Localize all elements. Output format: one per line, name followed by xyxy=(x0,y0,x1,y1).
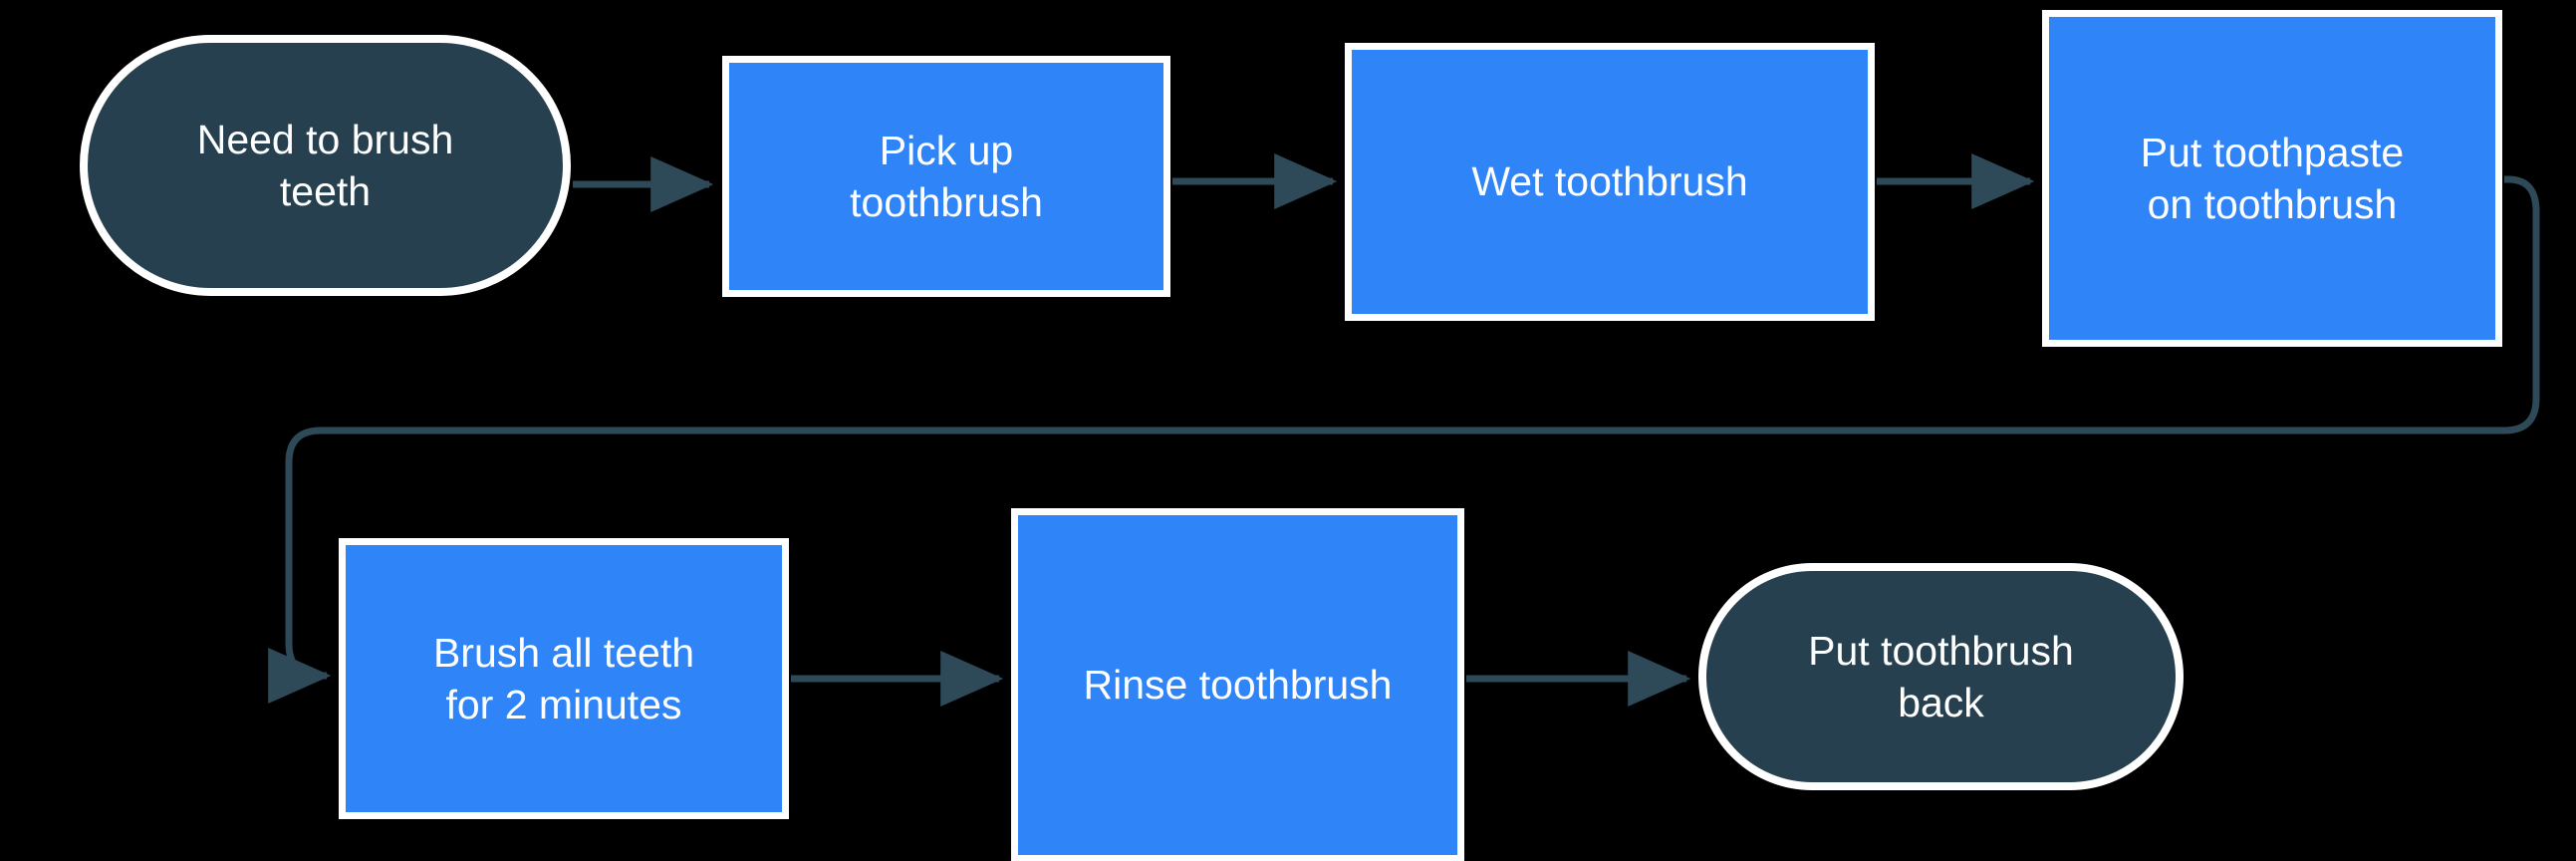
node-pick-up-toothbrush[interactable]: Pick up toothbrush xyxy=(722,56,1170,297)
node-label-need-to-brush-teeth: Need to brush teeth xyxy=(196,116,454,214)
node-put-toothbrush-back[interactable]: Put toothbrush back xyxy=(1698,563,2184,790)
node-put-toothpaste-on-toothbrush[interactable]: Put toothpaste on toothbrush xyxy=(2042,10,2502,347)
node-label-put-toothpaste-on-toothbrush: Put toothpaste on toothbrush xyxy=(2140,129,2405,227)
node-label-put-toothbrush-back: Put toothbrush back xyxy=(1808,627,2074,725)
node-brush-all-teeth[interactable]: Brush all teeth for 2 minutes xyxy=(339,538,789,819)
node-label-rinse-toothbrush: Rinse toothbrush xyxy=(1083,662,1393,709)
node-label-brush-all-teeth: Brush all teeth for 2 minutes xyxy=(432,629,695,727)
node-label-wet-toothbrush: Wet toothbrush xyxy=(1471,158,1748,205)
node-rinse-toothbrush[interactable]: Rinse toothbrush xyxy=(1011,508,1464,861)
node-label-pick-up-toothbrush: Pick up toothbrush xyxy=(850,127,1043,225)
node-need-to-brush-teeth[interactable]: Need to brush teeth xyxy=(80,35,571,296)
node-wet-toothbrush[interactable]: Wet toothbrush xyxy=(1345,43,1875,321)
